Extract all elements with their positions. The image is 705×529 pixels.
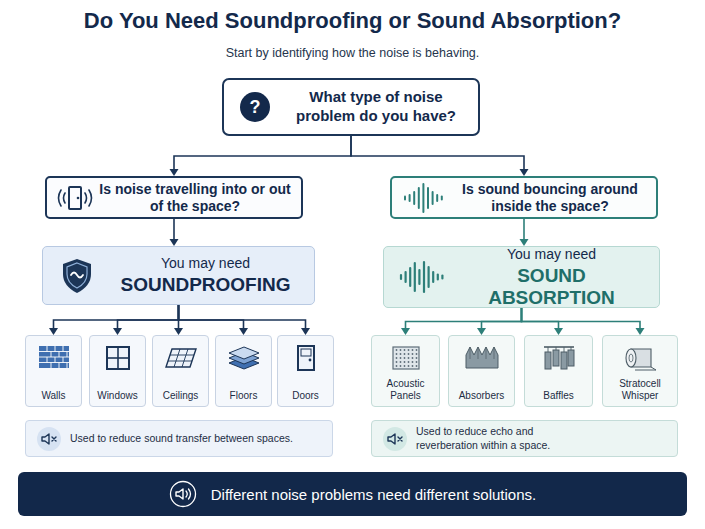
- connector: [401, 308, 522, 335]
- connector: [170, 219, 179, 246]
- connector: [113, 305, 179, 335]
- connector: [179, 305, 311, 335]
- connector: [351, 136, 529, 176]
- node-icon: [295, 345, 317, 375]
- arrowhead: [477, 328, 486, 335]
- option-tile: Walls: [25, 335, 82, 407]
- arrowhead: [170, 239, 179, 246]
- connector: [520, 219, 529, 246]
- option-tile: Floors: [215, 335, 272, 407]
- arrowhead: [170, 169, 179, 176]
- node-icon: [57, 184, 93, 216]
- option-tile: Baffles: [524, 335, 593, 407]
- title: Do You Need Soundproofing or Sound Absor…: [0, 8, 705, 34]
- node-icon: [59, 257, 95, 299]
- question-box: Is sound bouncing around inside the spac…: [390, 176, 658, 219]
- solution-panel: You may needSOUND ABSORPTION: [383, 246, 660, 308]
- option-tile: Doors: [277, 335, 334, 407]
- node-text: Absorbers: [459, 390, 505, 402]
- arrowhead: [554, 328, 563, 335]
- connector: [49, 305, 179, 335]
- node-icon: [398, 259, 446, 299]
- option-tile: Windows: [89, 335, 146, 407]
- node-icon: [382, 426, 408, 456]
- node-icon: [402, 180, 446, 220]
- node-text: Acoustic Panels: [374, 378, 437, 402]
- node-text: Baffles: [543, 390, 573, 402]
- note-box: Used to reduce echo and reverberation wi…: [371, 420, 678, 457]
- node-icon: [39, 346, 69, 372]
- node-text: You may need: [161, 255, 250, 271]
- arrowhead: [636, 328, 645, 335]
- arrowhead: [49, 328, 58, 335]
- connector: [477, 308, 522, 335]
- connector: [170, 136, 352, 176]
- node-icon: [36, 426, 62, 456]
- node-text: Windows: [97, 390, 138, 402]
- node-icon: [465, 345, 499, 373]
- node-subtext: SOUND ABSORPTION: [454, 265, 649, 309]
- option-tile: Stratocell Whisper: [602, 335, 678, 407]
- arrowhead: [301, 328, 310, 335]
- node-text: Floors: [230, 390, 258, 402]
- connector-line: [179, 305, 244, 328]
- option-tile: Absorbers: [448, 335, 515, 407]
- node-text: What type of noise problem do you have?: [286, 88, 466, 126]
- node-icon: [623, 345, 657, 375]
- question-box: Is noise travelling into or out of the s…: [45, 176, 303, 219]
- connector-line: [54, 305, 179, 328]
- arrowhead: [239, 328, 248, 335]
- node-text: Stratocell Whisper: [605, 378, 675, 402]
- option-tile: Acoustic Panels: [371, 335, 440, 407]
- connector-line: [173, 219, 175, 239]
- connector-line: [174, 136, 351, 169]
- node-text: Is sound bouncing around inside the spac…: [454, 181, 646, 215]
- node-text: Is noise travelling into or out of the s…: [99, 181, 291, 215]
- node-subtext: SOUNDPROOFING: [121, 274, 291, 296]
- node-text: Walls: [41, 390, 65, 402]
- connector-line: [118, 305, 179, 328]
- node-icon: [164, 347, 198, 373]
- node-text: Used to reduce sound transfer between sp…: [70, 432, 293, 445]
- node-text: Ceilings: [163, 390, 199, 402]
- arrowhead: [520, 169, 529, 176]
- arrowhead: [174, 328, 183, 335]
- connector: [522, 308, 645, 335]
- summary-band: Different noise problems need different …: [18, 472, 687, 516]
- solution-panel: You may needSOUNDPROOFING: [42, 246, 315, 305]
- node-text: Used to reduce echo and reverberation wi…: [416, 425, 597, 451]
- label: ?: [250, 96, 261, 119]
- connector-line: [406, 308, 522, 328]
- node-text: Different noise problems need different …: [211, 486, 536, 503]
- connector-line: [179, 305, 306, 328]
- question-icon: ?: [240, 92, 270, 122]
- node-icon: [542, 344, 576, 376]
- speaker-icon: [169, 480, 197, 508]
- arrowhead: [401, 328, 410, 335]
- option-tile: Ceilings: [152, 335, 209, 407]
- node-icon: [227, 345, 261, 375]
- node-icon: [105, 346, 131, 374]
- connector-line: [522, 308, 559, 328]
- note-box: Used to reduce sound transfer between sp…: [25, 420, 333, 457]
- arrowhead: [113, 328, 122, 335]
- question-box: What type of noise problem do you have??: [222, 78, 480, 136]
- node-text: You may need: [507, 246, 596, 262]
- node-text: Doors: [292, 390, 319, 402]
- connector-line: [523, 219, 525, 239]
- connector-line: [482, 308, 522, 328]
- node-icon: [392, 346, 420, 374]
- caption: Start by identifying how the noise is be…: [0, 46, 705, 60]
- connector-line: [522, 308, 641, 328]
- connector-line: [351, 136, 524, 169]
- arrowhead: [520, 239, 529, 246]
